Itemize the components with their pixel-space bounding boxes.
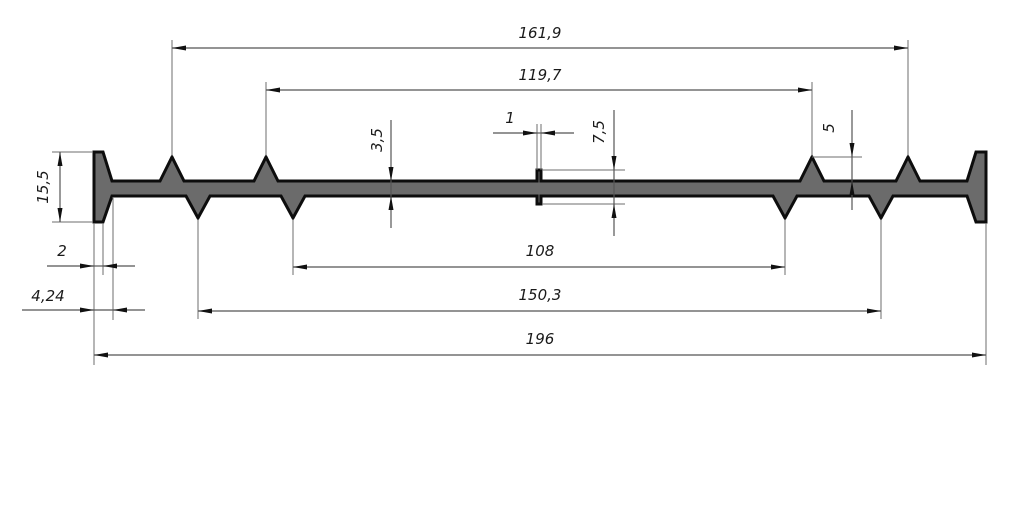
dimension-label: 5 <box>820 123 838 133</box>
dimension-119-7: 119,7 <box>266 66 812 93</box>
dimension-label: 4,24 <box>31 287 64 305</box>
dimension-5: 5 <box>820 110 855 210</box>
dimension-2: 2 <box>47 242 135 269</box>
dimension-label: 196 <box>526 330 555 348</box>
dimension-label: 15,5 <box>34 170 52 203</box>
dimension-108: 108 <box>293 242 785 270</box>
dimension-1: 1 <box>493 109 574 136</box>
dimension-4-24: 4,24 <box>22 287 145 313</box>
dimension-150-3: 150,3 <box>198 286 881 314</box>
dimension-3-5: 3,5 <box>368 120 394 228</box>
dimension-label: 161,9 <box>519 24 562 42</box>
dimension-label: 2 <box>57 242 67 260</box>
dimension-label: 3,5 <box>368 128 386 152</box>
dimension-label: 108 <box>526 242 555 260</box>
dimension-15-5: 15,5 <box>34 152 63 222</box>
dimension-label: 119,7 <box>519 66 562 84</box>
dimension-7-5: 7,5 <box>590 110 617 236</box>
dimension-196: 196 <box>94 330 986 358</box>
dimension-label: 150,3 <box>519 286 562 304</box>
dimension-label: 1 <box>505 109 515 127</box>
waterstop-profile <box>92 150 988 224</box>
dimension-161-9: 161,9 <box>172 24 908 51</box>
dimension-label: 7,5 <box>590 120 608 144</box>
